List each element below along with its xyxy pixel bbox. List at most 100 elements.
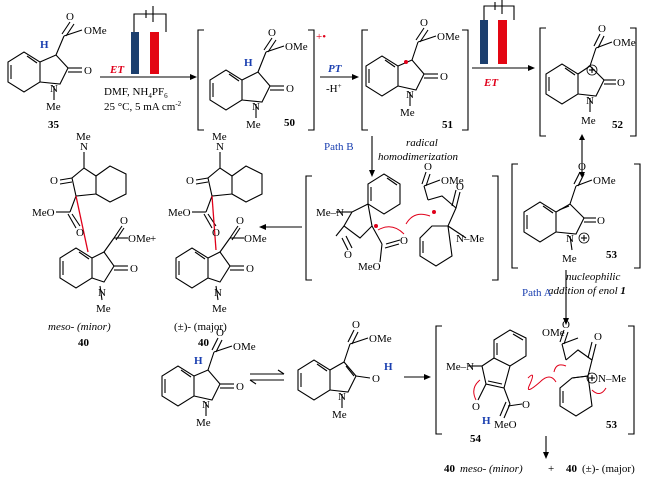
atom-o: O	[286, 83, 294, 95]
compound-40-meso: N Me O MeO O O OMe O N Me meso- (minor) …	[32, 131, 151, 349]
atom-o: O	[186, 175, 194, 187]
atom-me: Me	[332, 409, 347, 421]
curved-arrow-icon	[591, 387, 607, 394]
compound-40-rac: N Me O MeO O O OMe O N Me (±)- (major) 4…	[168, 131, 267, 349]
atom-n: N	[216, 141, 224, 153]
curved-arrow-icon	[405, 213, 431, 225]
label-et2: ET	[483, 77, 499, 89]
atom-me: Me	[562, 253, 577, 265]
radical-cation-sign: +•	[316, 31, 326, 43]
compound-enol: O OMe O H N Me	[297, 319, 393, 421]
atom-n: N	[566, 233, 574, 245]
atom-me: Me	[212, 131, 227, 143]
atom-o: O	[472, 401, 480, 413]
label-50: 50	[284, 117, 296, 129]
arrowhead-icon	[579, 172, 585, 178]
atom-ome: OMe	[244, 233, 267, 245]
atom-meo: MeO	[358, 261, 381, 273]
curved-arrow-icon	[377, 226, 405, 235]
radical-dot	[374, 224, 378, 228]
atom-o: O	[246, 263, 254, 275]
arrowhead-icon	[579, 134, 585, 140]
new-cc-bond	[75, 195, 89, 253]
label-52: 52	[612, 119, 624, 131]
arrowhead-icon	[563, 318, 569, 325]
atom-o: O	[440, 71, 448, 83]
atom-n: N	[406, 89, 414, 101]
atom-me: Me	[46, 101, 61, 113]
atom-o: O	[562, 319, 570, 331]
cond-line2: 25 °C, 5 mA cm-2	[104, 100, 182, 113]
label-rac-major: (±)- (major)	[174, 321, 227, 333]
atom-o: O	[268, 27, 276, 39]
atom-n: N	[98, 287, 106, 299]
equilibrium-arrow	[249, 369, 285, 385]
arrowhead-icon	[190, 74, 197, 80]
label-53: 53	[606, 419, 618, 431]
atom-n-me: N–Me	[456, 233, 484, 245]
atom-n: N	[586, 95, 594, 107]
atom-ome: OMe	[437, 31, 460, 43]
atom-n: N	[214, 287, 222, 299]
plus-charge-icon	[578, 232, 590, 244]
compound-51: O OMe O N Me 51	[361, 17, 469, 131]
atom-me: Me	[581, 115, 596, 127]
compound-53: O OMe O N Me 53	[511, 161, 641, 269]
adduct-54-53: Me–N O H MeO O 54 O OMe O N–Me 53	[435, 319, 635, 445]
atom-me: Me	[96, 303, 111, 315]
arrowhead-icon	[369, 170, 375, 177]
atom-n: N	[50, 83, 58, 95]
atom-me: Me	[246, 119, 261, 131]
label-meso-minor: meso- (minor)	[48, 321, 111, 333]
atom-ome: OMe	[128, 233, 151, 245]
atom-me: Me	[196, 417, 211, 429]
atom-o: O	[66, 11, 74, 23]
label-minus-h: -H+	[326, 82, 342, 95]
atom-o: O	[212, 227, 220, 239]
curved-arrow-icon	[527, 374, 557, 390]
atom-o: O	[598, 23, 606, 35]
atom-me: Me	[400, 107, 415, 119]
atom-ome: OMe	[593, 175, 616, 187]
atom-n: N	[338, 391, 346, 403]
label-pt: PT	[328, 63, 343, 75]
atom-ome: OMe	[285, 41, 308, 53]
label-meso-minor: meso- (minor)	[460, 463, 523, 475]
atom-o: O	[130, 263, 138, 275]
label-35: 35	[48, 119, 60, 131]
atom-ome: OMe	[613, 37, 636, 49]
atom-o: O	[594, 331, 602, 343]
radical-dot	[432, 210, 436, 214]
atom-o: O	[236, 381, 244, 393]
atom-n: N	[80, 141, 88, 153]
atom-o: O	[617, 77, 625, 89]
atom-n: N	[252, 101, 260, 113]
plus-charge-icon	[586, 64, 598, 76]
atom-h: H	[482, 415, 491, 427]
label-path-b: Path B	[324, 141, 354, 153]
atom-o: O	[424, 161, 432, 173]
label-40: 40	[444, 463, 456, 475]
compound-52: O OMe O N Me 52	[539, 23, 637, 137]
atom-o: O	[120, 215, 128, 227]
curved-arrow-icon	[553, 364, 567, 373]
compound-35: H O OMe O N Me 35	[7, 11, 107, 131]
patha-desc2: addition of enol 1	[548, 285, 626, 297]
electrode-icon	[480, 0, 515, 64]
atom-ome: OMe	[441, 175, 464, 187]
arrowhead-icon	[424, 374, 431, 380]
plus-sign: +	[150, 233, 156, 245]
atom-n-me: N–Me	[598, 373, 626, 385]
atom-meo: MeO	[32, 207, 55, 219]
arrowhead-icon	[543, 452, 549, 459]
plus-sign: +	[548, 463, 554, 475]
final-products: 40 meso- (minor) + 40 (±)- (major)	[444, 463, 635, 475]
atom-h: H	[194, 355, 203, 367]
atom-o: O	[84, 65, 92, 77]
pathb-desc2: homodimerization	[378, 151, 459, 163]
atom-o: O	[50, 175, 58, 187]
compound-35-keto: H O OMe O N Me	[161, 327, 256, 429]
atom-meo: MeO	[168, 207, 191, 219]
label-51: 51	[442, 119, 453, 131]
patha-desc1: nucleophilic	[566, 271, 620, 283]
